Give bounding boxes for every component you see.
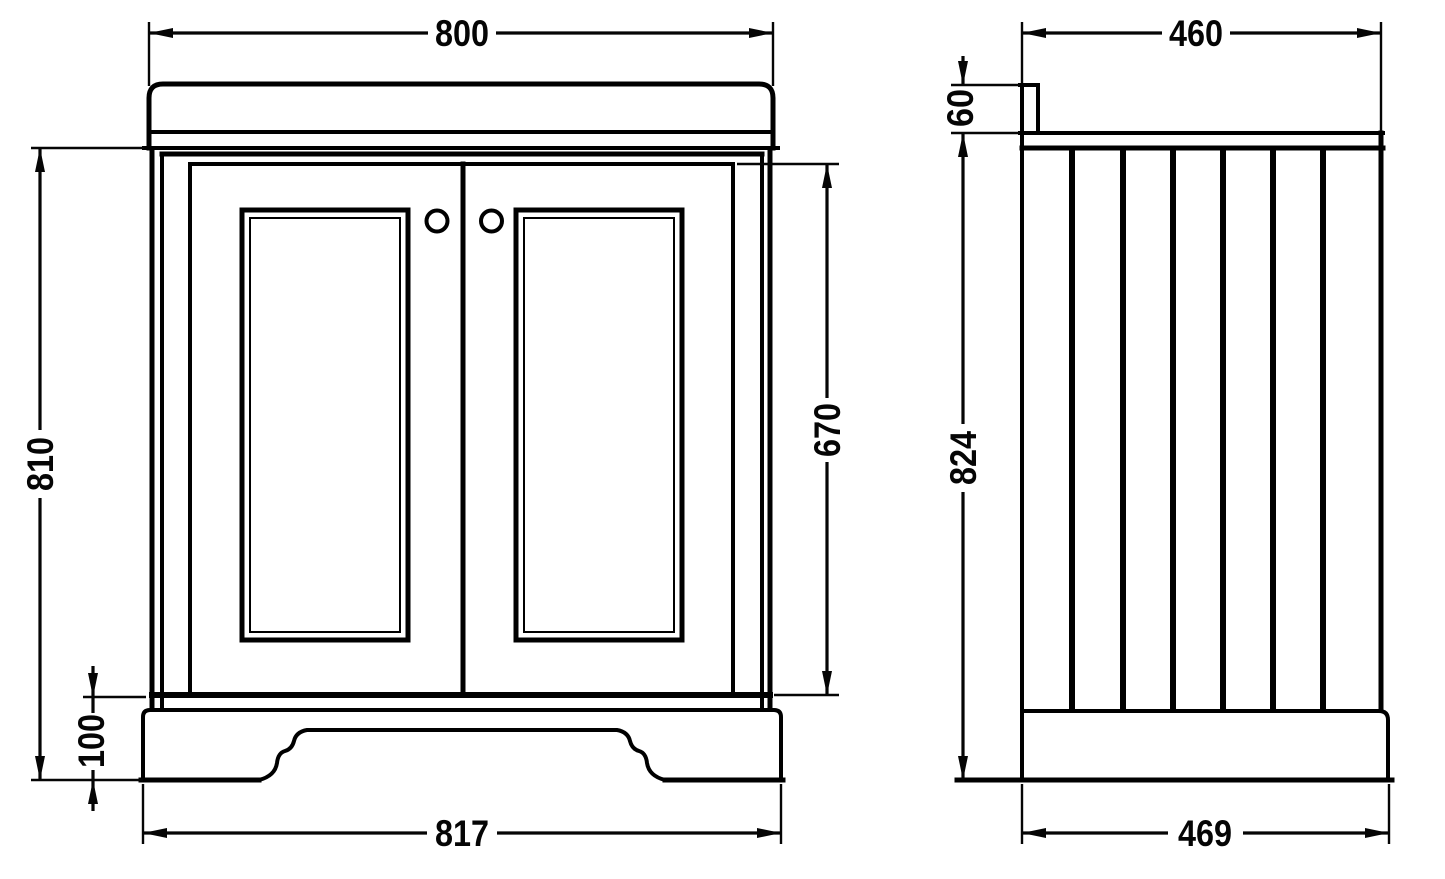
plinth-front — [138, 708, 786, 783]
door-panel-right — [513, 207, 685, 643]
dim-label-60: 60 — [940, 89, 981, 127]
dim-label-100: 100 — [71, 714, 112, 768]
door-knob-left — [424, 208, 450, 234]
dim-label-460: 460 — [1169, 13, 1223, 54]
dim-label-824: 824 — [943, 431, 984, 485]
dim-front-overall-height: 810 — [20, 146, 144, 782]
cabinet-doors — [188, 161, 735, 698]
side-view: 460 60 824 469 — [940, 13, 1395, 854]
dim-front-plinth-height: 100 — [71, 666, 146, 811]
front-view: 800 810 670 — [20, 13, 848, 854]
dim-label-469: 469 — [1178, 813, 1232, 854]
side-panel-slats — [1069, 147, 1326, 712]
plinth-side — [954, 709, 1395, 783]
cabinet-side-body — [1020, 83, 1384, 782]
dim-front-top-width: 800 — [147, 13, 775, 86]
cabinet-carcass-front — [149, 147, 773, 711]
worktop-side — [1018, 83, 1386, 151]
worktop-front — [142, 81, 780, 151]
plinth-valance-curve — [256, 728, 668, 783]
dim-label-810: 810 — [20, 437, 61, 491]
dim-side-top-depth: 460 — [1020, 13, 1383, 131]
dim-side-worktop-thickness: 60 — [940, 56, 1020, 135]
dim-front-door-height: 670 — [737, 162, 848, 697]
door-knob-right — [479, 208, 504, 234]
dim-label-670: 670 — [807, 403, 848, 457]
dim-label-800: 800 — [435, 13, 489, 54]
dim-side-base-depth: 469 — [1020, 784, 1391, 854]
door-panel-left — [239, 207, 411, 643]
dim-front-base-width: 817 — [141, 784, 783, 854]
dim-label-817: 817 — [435, 813, 489, 854]
dim-side-body-height: 824 — [943, 133, 984, 780]
